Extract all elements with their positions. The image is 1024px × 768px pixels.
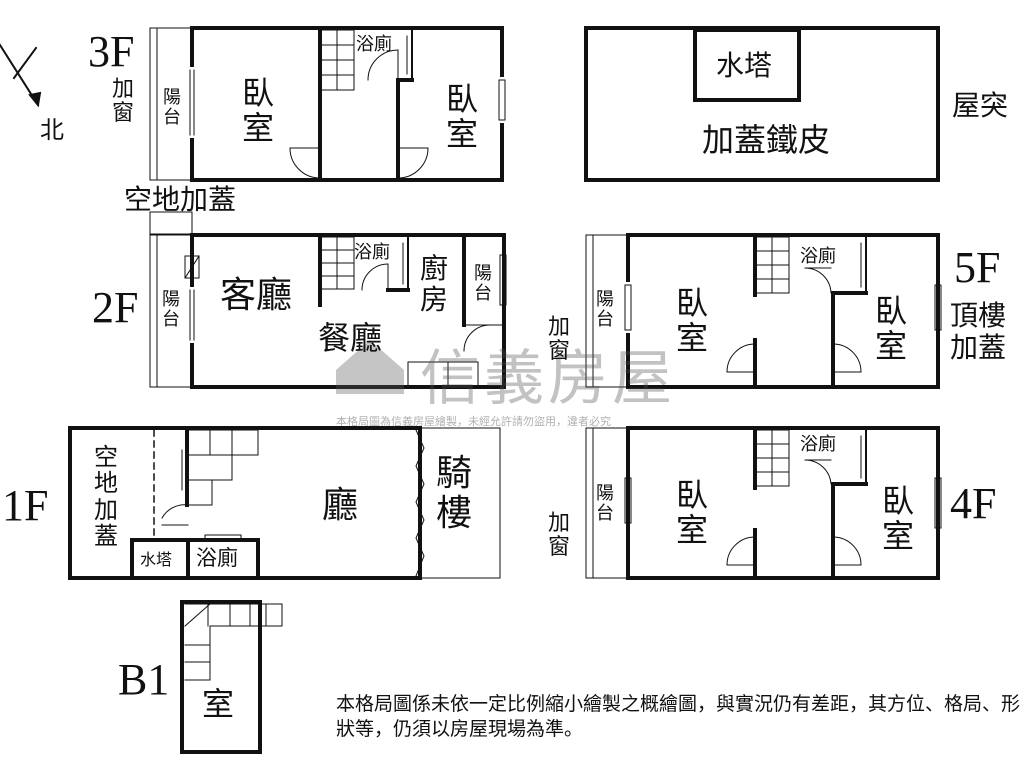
floor-label-b1: B1 [118,655,170,704]
floor-label-4f: 4F [950,479,997,528]
f4-bedroom-left-label: 臥室 [676,476,709,550]
f4-bedroom-right-label: 臥室 [882,482,915,556]
f4-bath-label: 浴廁 [800,434,836,455]
roof-iron-label: 加蓋鐵皮 [702,121,831,159]
f5-bedroom-right-label: 臥室 [875,292,908,366]
b1-room-label: 室 [202,685,235,723]
roof-label: 屋突 [952,89,1009,122]
watermark-brand: 信義房屋 [420,344,676,414]
floor-label-2f: 2F [92,283,139,332]
f5-balcony-label: 陽台 [596,289,614,330]
f4-balcony-label: 陽台 [596,483,614,524]
roof-plan [584,26,940,182]
f2-bath-label: 浴廁 [354,242,390,263]
f4-jiachuang-label: 加窗 [548,511,571,561]
north-label: 北 [40,116,64,144]
floor-3f-plan [149,26,506,182]
watermark-notice: 本格局圖為信義房屋繪製，未經允許請勿盜用，違者必究 [336,415,611,428]
f3-balcony-label: 陽台 [163,87,181,128]
f2-balcony-left-label: 陽台 [162,289,180,330]
f3-bath-label: 浴廁 [356,34,392,55]
f2-dining-label: 餐廳 [318,319,383,357]
floor-label-1f: 1F [2,481,49,530]
compass-arrow [0,43,42,108]
floor-5f-plan [585,233,942,389]
f1-open-addition-label: 空地加蓋 [94,443,118,551]
f2-living-label: 客廳 [220,275,293,316]
f1-bath-label: 浴廁 [196,546,238,570]
roof-watertank-label: 水塔 [716,49,773,82]
floor-label-3f: 3F [88,27,135,76]
f3-jiachuang-label: 加窗 [112,77,135,127]
f1-hall-label: 廳 [322,485,359,526]
open-space-addition-label: 空地加蓋 [124,183,237,216]
f5-bath-label: 浴廁 [800,246,836,267]
f2-kitchen-label: 廚房 [420,252,449,316]
f1-watertank-label: 水塔 [140,550,173,569]
f5-top-addition-label: 頂樓加蓋 [950,299,1007,365]
floor-1f-plan [68,426,501,580]
floor-b1-plan [180,600,283,754]
open-space-addition-box [149,211,193,235]
f5-jiachuang-label: 加窗 [548,315,571,365]
watermark-logo [336,340,404,394]
f5-bedroom-left-label: 臥室 [676,284,709,358]
disclaimer-note: 本格局圖係未依一定比例縮小繪製之概繪圖，與實況仍有差距，其方位、格局、形狀等，仍… [336,693,1021,740]
f3-bedroom-right-label: 臥室 [446,80,479,154]
f2-balcony-right-label: 陽台 [474,263,492,304]
f3-bedroom-left-label: 臥室 [242,74,275,148]
f1-arcade-label: 騎樓 [436,453,473,534]
floor-label-5f: 5F [954,243,1001,292]
floor-2f-plan [149,233,507,389]
floor-4f-plan [585,426,942,580]
